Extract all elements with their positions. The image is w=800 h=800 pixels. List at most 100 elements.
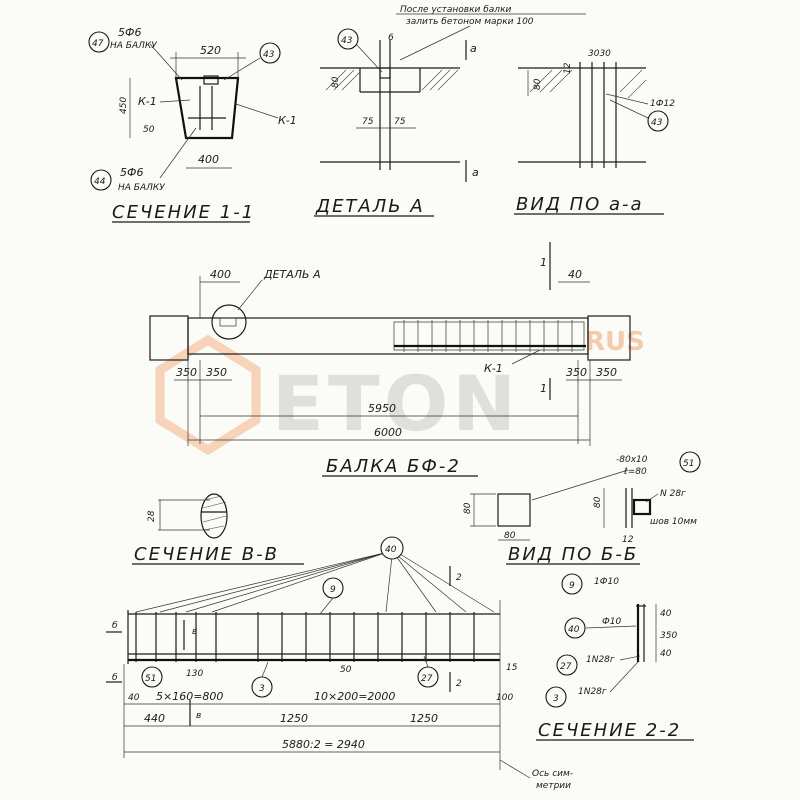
beam-dim-total: 6000 [374, 426, 402, 439]
da-cut-bottom: а [472, 166, 479, 179]
cage-mark-51: 51 [145, 674, 156, 684]
vbb-plate-len: ℓ=80 [623, 467, 647, 477]
vbb-mark-51: 51 [683, 459, 694, 469]
vbb-dim-80h: 80 [463, 502, 473, 514]
s11-callout-top-sub: НА БАЛКУ [110, 41, 157, 51]
s11-dim-top: 520 [200, 44, 221, 57]
view-a-a: 80 3030 12 1Ф12 43 ВИД ПО а-а [514, 49, 675, 215]
cage-dim-40: 40 [128, 693, 140, 703]
s11-mark-47: 47 [92, 39, 104, 49]
s22-dim-40: 40 [660, 609, 672, 619]
beam-dim-350a: 350 [176, 366, 197, 379]
section-1-1: 520 450 400 50 К-1 К-1 47 5Ф6 НА БАЛКУ 4… [88, 26, 297, 223]
da-dim-80: 80 [331, 76, 341, 88]
cage-dim-50: 50 [340, 665, 352, 675]
sbb-dim: 28 [147, 510, 157, 522]
section-2-2: 40 350 40 9 1Ф10 40 Ф10 27 1N28г 3 1N28г… [536, 573, 694, 741]
beam-detail-label: ДЕТАЛЬ А [263, 268, 321, 281]
s22-mark-3: 3 [553, 694, 559, 704]
vaa-dim-80: 80 [533, 78, 543, 90]
s22-dim-350: 350 [660, 631, 677, 641]
vbb-dim-80r: 80 [593, 496, 603, 508]
cage-dim-half: 5880:2 = 2940 [282, 738, 365, 751]
s11-dim-height: 450 [119, 97, 129, 114]
s11-callout-bottom-sub: НА БАЛКУ [118, 183, 165, 193]
s22-dim-40b: 40 [660, 649, 672, 659]
cage-dim-1250a: 1250 [280, 712, 308, 725]
view-b-b: 80 80 80 -80х10 ℓ=80 51 N 28г шов 10мм 1… [463, 451, 701, 565]
detail-a: 6 80 75 75 43 После установки балки зали… [314, 5, 586, 217]
cage-cut-v: в [192, 627, 197, 637]
cage-axis-note-2: метрии [536, 781, 571, 791]
da-note-2: залить бетоном марки 100 [406, 17, 534, 27]
s22-bar-40: Ф10 [602, 617, 621, 627]
cage-dim-spacing-a: 5×160=800 [156, 690, 223, 703]
s11-dim-bottom: 400 [198, 153, 219, 166]
cage-mark-27: 27 [421, 674, 433, 684]
cage-cut-b2: б [112, 673, 118, 683]
s11-callout-top: 5Ф6 [118, 26, 141, 39]
cage-cut-2b: 2 [456, 679, 462, 689]
s11-dim-inner: 50 [143, 125, 155, 135]
vaa-dim-12: 12 [563, 62, 573, 74]
beam-dim-350c: 350 [566, 366, 587, 379]
sbb-title: СЕЧЕНИЕ В-В [134, 544, 279, 565]
section-b-b: 28 СЕЧЕНИЕ В-В [132, 493, 304, 565]
cage-cut-2: 2 [456, 573, 462, 583]
vaa-rebar: 1Ф12 [650, 99, 675, 109]
s22-bar-3: 1N28г [578, 687, 607, 697]
s22-title: СЕЧЕНИЕ 2-2 [538, 720, 681, 741]
beam-dim-350d: 350 [596, 366, 617, 379]
s11-mark-43: 43 [263, 50, 275, 60]
beam-dim-400-left: 400 [210, 268, 231, 281]
s22-mark-40: 40 [568, 625, 580, 635]
vbb-weld: шов 10мм [650, 517, 697, 527]
cage-dim-spacing-b: 10×200=2000 [314, 690, 395, 703]
cage-mark-9: 9 [330, 585, 336, 595]
cage-dim-440: 440 [144, 712, 165, 725]
watermark-brand: ETON [272, 359, 520, 448]
beam-dim-clear: 5950 [368, 402, 396, 415]
cage-cut-b: б [112, 621, 118, 631]
vaa-mark-43: 43 [651, 118, 663, 128]
vbb-bar: N 28г [660, 489, 686, 499]
beam-k1: К-1 [484, 362, 503, 375]
da-dim-6: 6 [388, 33, 394, 43]
cage-dim-130: 130 [186, 669, 203, 679]
da-note-1: После установки балки [400, 5, 511, 15]
da-dim-75a: 75 [362, 117, 374, 127]
beam-dim-400-right: 40 [568, 268, 582, 281]
vbb-plate: -80х10 [616, 455, 648, 465]
da-dim-75b: 75 [394, 117, 406, 127]
watermark-sub: RUS [585, 327, 645, 357]
cage-dim-100: 100 [496, 693, 513, 703]
beam-title: БАЛКА БФ-2 [326, 456, 461, 477]
beam-cut-bottom: 1 [540, 382, 547, 395]
cage-stirrups [135, 612, 475, 662]
da-cut-top: а [470, 42, 477, 55]
da-mark-43: 43 [341, 36, 353, 46]
s11-callout-bottom: 5Ф6 [120, 166, 143, 179]
vbb-dim-80w: 80 [504, 531, 516, 541]
s22-bar-27: 1N28г [586, 655, 615, 665]
beam-dim-350b: 350 [206, 366, 227, 379]
s22-mark-9: 9 [569, 581, 575, 591]
reinforcement-cage: 40 9 51 3 27 в в б б 2 2 130 50 15 40 5×… [106, 536, 573, 791]
cage-cut-v2: в [196, 711, 201, 721]
vaa-title: ВИД ПО а-а [516, 194, 644, 215]
cage-dim-15: 15 [506, 663, 518, 673]
s11-k1-right: К-1 [278, 114, 297, 127]
s22-mark-27: 27 [560, 662, 572, 672]
s11-title: СЕЧЕНИЕ 1-1 [112, 202, 255, 223]
vbb-dim-12: 12 [622, 535, 634, 545]
watermark: ETON RUS [155, 327, 645, 456]
cage-mark-40: 40 [385, 545, 397, 555]
beam-cut-top: 1 [540, 256, 547, 269]
s11-k1-left: К-1 [138, 95, 157, 108]
beam-bf-2: ДЕТАЛЬ А 400 40 1 1 К-1 350 350 350 350 … [149, 242, 631, 477]
cage-mark-3: 3 [259, 684, 265, 694]
s22-bar-9: 1Ф10 [594, 577, 619, 587]
cage-dim-1250b: 1250 [410, 712, 438, 725]
